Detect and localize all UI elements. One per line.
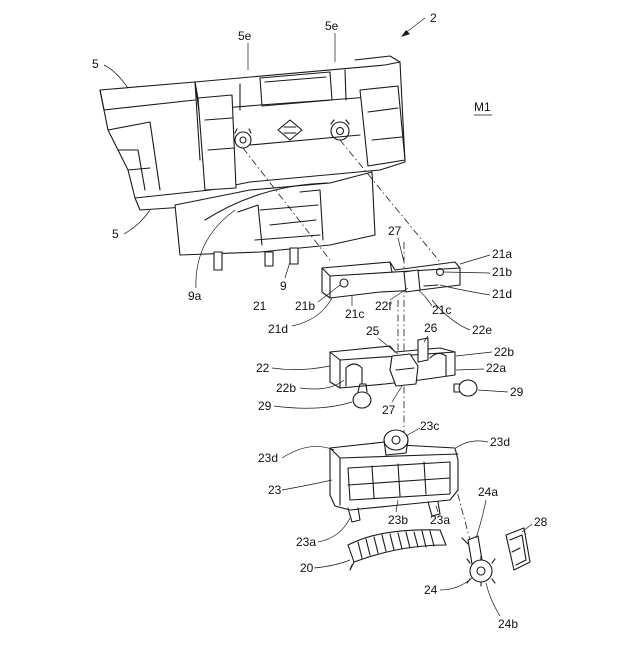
ref-label: 9 — [280, 279, 287, 293]
ref-label: 21c — [345, 307, 364, 321]
ref-label: 21 — [253, 299, 267, 313]
ref-label: 25 — [366, 324, 380, 338]
ref-label: 21d — [492, 287, 512, 301]
ref-label: 24 — [424, 583, 438, 597]
bracket-21 — [322, 262, 460, 298]
figure-number: 2 — [430, 11, 437, 25]
section-label: M1 — [474, 100, 492, 115]
figure-number-callout: 2 — [401, 11, 437, 37]
carrier-23 — [330, 430, 458, 522]
pin-29-left — [353, 384, 371, 408]
ref-label: 5e — [238, 29, 252, 43]
ref-label: 23c — [420, 419, 439, 433]
ref-label: 5e — [325, 19, 339, 33]
rack-20 — [348, 530, 446, 570]
ref-label: 24b — [498, 617, 518, 631]
ref-label: 22b — [494, 345, 514, 359]
ref-label: 22b — [276, 381, 296, 395]
ref-label: 29 — [510, 385, 524, 399]
ref-label: 28 — [534, 515, 548, 529]
ref-label: 22f — [375, 299, 392, 313]
ref-label: 23b — [388, 513, 408, 527]
ref-label: 23a — [296, 535, 316, 549]
ref-label: 22a — [486, 361, 506, 375]
ref-label: 23d — [258, 451, 278, 465]
ref-label: 20 — [300, 561, 314, 575]
section-label-text: M1 — [474, 100, 491, 114]
ref-label: 27 — [388, 224, 402, 238]
clip-28 — [506, 528, 530, 570]
ref-label: 29 — [258, 399, 272, 413]
ref-label: 5 — [112, 227, 119, 241]
ref-label: 21d — [268, 322, 288, 336]
ref-label: 23 — [268, 483, 282, 497]
ref-label: 27 — [382, 403, 396, 417]
slider-22 — [330, 338, 455, 388]
ref-label: 21b — [295, 299, 315, 313]
pinion-24 — [462, 536, 495, 586]
ref-label: 21a — [492, 247, 512, 261]
ref-label: 22e — [472, 323, 492, 337]
ref-label: 22 — [256, 361, 270, 375]
ref-label: 24a — [478, 485, 498, 499]
ref-label: 23d — [490, 435, 510, 449]
ref-label: 23a — [430, 513, 450, 527]
pin-29-right — [454, 380, 477, 396]
ref-label: 21b — [492, 265, 512, 279]
ref-label: 9a — [188, 289, 202, 303]
ref-label: 21c — [432, 303, 451, 317]
ref-label: 26 — [424, 321, 438, 335]
ref-label: 5 — [92, 57, 99, 71]
